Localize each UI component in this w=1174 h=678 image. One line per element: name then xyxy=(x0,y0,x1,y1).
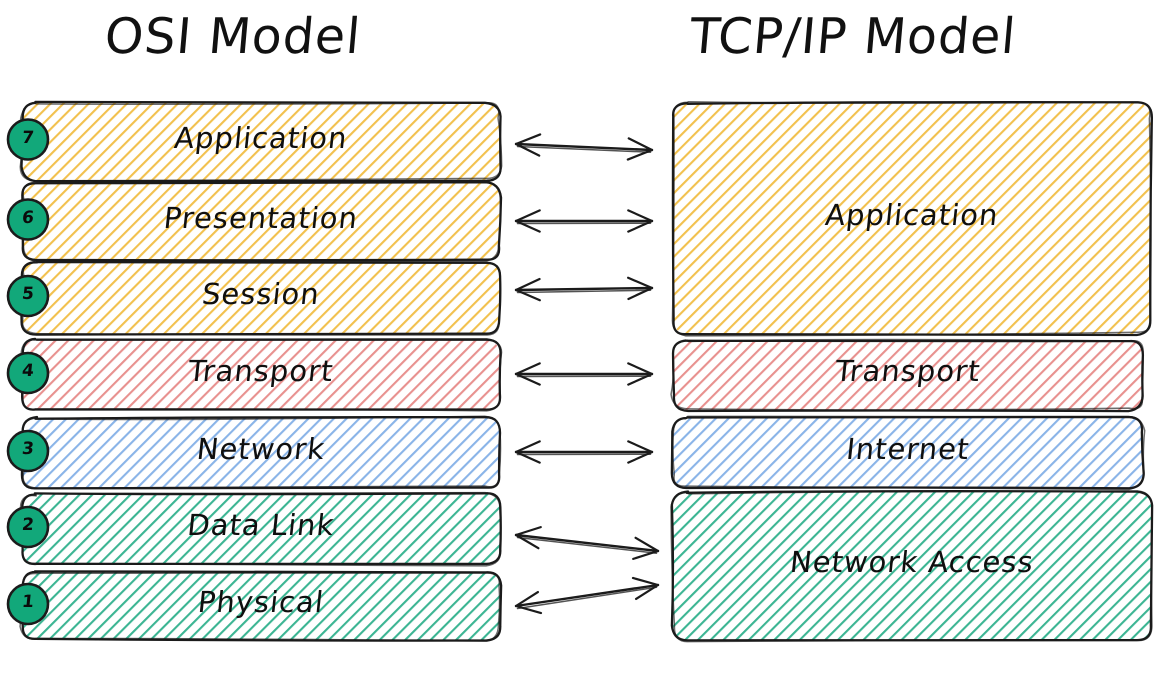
box-fill xyxy=(22,572,500,640)
arrow-stroke xyxy=(634,583,660,601)
box-fill xyxy=(22,418,500,488)
arrow-stroke xyxy=(514,533,540,550)
arrow-stroke xyxy=(514,372,541,386)
box-fill xyxy=(673,340,1143,410)
tcpip-model-title: TCP/IP Model xyxy=(687,8,1019,65)
box-outline xyxy=(672,415,1146,491)
presentation-link-arrow xyxy=(514,209,654,233)
osi-layer-box-application[interactable] xyxy=(19,100,503,183)
tcpip-layer-box-transport[interactable] xyxy=(670,338,1145,413)
network-link-arrow xyxy=(514,440,654,464)
badge-circle xyxy=(6,118,50,161)
osi-layer-box-physical[interactable] xyxy=(19,570,503,642)
arrow-stroke xyxy=(627,450,654,464)
arrow-stroke xyxy=(632,549,660,560)
transport-link-arrow xyxy=(514,362,654,386)
arrow-stroke xyxy=(634,536,660,553)
box-fill xyxy=(673,418,1143,488)
arrow-stroke xyxy=(514,142,541,157)
arrow-stroke xyxy=(514,142,654,152)
osi-layer-number-badge-1[interactable] xyxy=(6,582,50,626)
tcpip-layer-label: Transport xyxy=(833,354,983,388)
arrow-stroke xyxy=(514,533,660,553)
badge-circle xyxy=(6,274,50,318)
badge-circle xyxy=(6,351,50,395)
arrow-stroke xyxy=(514,440,541,454)
physical-link-arrow xyxy=(514,576,660,615)
arrow-stroke xyxy=(514,277,541,292)
osi-layer-number-badge-2[interactable] xyxy=(6,505,50,549)
arrow-stroke xyxy=(627,440,654,454)
osi-layer-label: Presentation xyxy=(162,200,360,235)
arrow-stroke xyxy=(627,372,654,386)
arrow-stroke xyxy=(514,362,541,376)
arrow-stroke xyxy=(514,219,541,233)
arrow-stroke xyxy=(627,276,654,290)
tcpip-layer-box-internet[interactable] xyxy=(670,415,1146,491)
osi-layer-box-transport[interactable] xyxy=(20,337,503,412)
arrow-stroke xyxy=(627,286,654,301)
arrow-stroke xyxy=(627,137,654,152)
osi-layer-number-badge-3[interactable] xyxy=(6,429,50,473)
arrow-stroke xyxy=(514,209,541,223)
arrow-stroke xyxy=(514,583,660,608)
box-outline xyxy=(20,100,502,183)
box-fill xyxy=(22,340,500,410)
box-fill xyxy=(22,494,500,564)
badge-circle xyxy=(6,429,50,473)
arrow-stroke xyxy=(514,288,541,302)
box-outline xyxy=(19,101,503,182)
arrow-stroke xyxy=(516,536,658,554)
badge-circle xyxy=(6,198,50,241)
osi-layer-label: Session xyxy=(200,277,322,311)
tcpip-layer-box-application[interactable] xyxy=(671,100,1154,337)
arrow-stroke xyxy=(627,362,654,376)
box-fill xyxy=(673,492,1151,640)
box-fill xyxy=(22,183,500,260)
osi-layer-label: Network xyxy=(195,432,327,466)
arrow-stroke xyxy=(514,526,542,537)
osi-layer-label: Data Link xyxy=(185,508,337,542)
osi-layer-number-badge-5[interactable] xyxy=(6,274,50,318)
arrow-stroke xyxy=(514,450,541,464)
osi-layer-box-presentation[interactable] xyxy=(21,180,503,263)
badge-circle xyxy=(6,582,50,626)
arrow-stroke xyxy=(514,590,540,608)
osi-layer-number-badge-6[interactable] xyxy=(6,198,50,241)
osi-model-title: OSI Model xyxy=(102,8,364,65)
arrow-stroke xyxy=(627,219,654,233)
arrow-stroke xyxy=(627,209,654,223)
application-link-arrow xyxy=(514,133,654,161)
arrow-stroke xyxy=(514,286,654,292)
arrow-stroke xyxy=(514,604,543,615)
datalink-link-arrow xyxy=(514,526,660,560)
osi-layer-number-badge-7[interactable] xyxy=(6,118,50,161)
tcpip-layer-label: Network Access xyxy=(788,545,1036,579)
arrow-stroke xyxy=(516,289,652,294)
box-outline xyxy=(670,490,1154,643)
arrow-stroke xyxy=(626,148,654,161)
box-fill xyxy=(673,103,1151,334)
box-fill xyxy=(22,262,500,334)
osi-layer-label: Transport xyxy=(186,354,336,388)
box-fill xyxy=(22,103,500,180)
box-outline xyxy=(671,339,1145,413)
arrow-stroke xyxy=(516,586,658,610)
arrow-stroke xyxy=(516,145,652,153)
badge-circle xyxy=(6,505,50,549)
tcpip-layer-label: Internet xyxy=(844,432,972,466)
osi-layer-label: Physical xyxy=(196,585,326,619)
osi-layer-box-network[interactable] xyxy=(20,415,502,490)
session-link-arrow xyxy=(514,276,654,302)
arrow-stroke xyxy=(631,576,660,587)
osi-layer-label: Application xyxy=(172,120,350,155)
box-outline xyxy=(671,101,1152,337)
tcpip-layer-label: Application xyxy=(823,197,1001,232)
tcpip-layer-box-network-access[interactable] xyxy=(670,490,1154,643)
arrow-stroke xyxy=(514,133,542,146)
osi-layer-number-badge-4[interactable] xyxy=(6,351,50,395)
box-outline xyxy=(670,338,1144,411)
